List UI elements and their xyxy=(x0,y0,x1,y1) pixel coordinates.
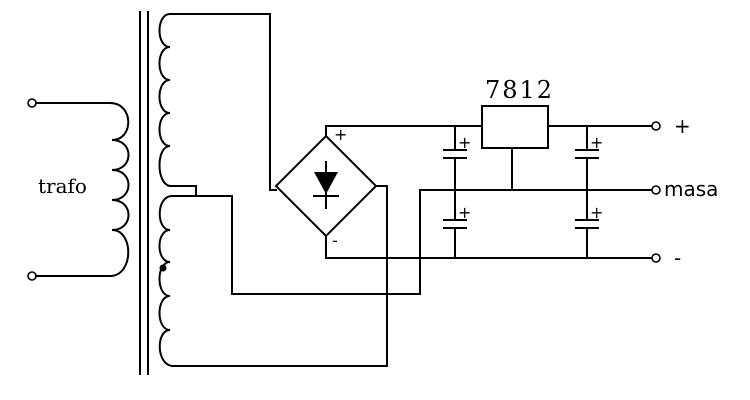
secondary-winding-upper xyxy=(158,13,277,197)
capacitor-column-right xyxy=(575,125,599,259)
cap-right-top-plus: + xyxy=(590,133,603,152)
center-tap-dot xyxy=(159,264,167,272)
output-ground-terminal[interactable] xyxy=(651,185,661,195)
primary-terminal-top[interactable] xyxy=(27,98,37,108)
capacitor-column-left xyxy=(443,125,467,259)
cap-left-bottom-plus: + xyxy=(458,203,471,222)
secondary-winding-lower xyxy=(158,185,421,367)
transformer-core xyxy=(139,11,149,375)
primary-terminal-bottom[interactable] xyxy=(27,271,37,281)
transformer-label: trafo xyxy=(38,174,87,198)
output-negative-terminal[interactable] xyxy=(651,253,661,263)
output-terminals xyxy=(651,121,661,263)
output-negative-label: - xyxy=(674,246,681,270)
cap-left-top-plus: + xyxy=(458,133,471,152)
output-positive-terminal[interactable] xyxy=(651,121,661,131)
bridge-rectifier xyxy=(274,125,388,259)
bridge-plus-label: + xyxy=(334,125,347,144)
cap-right-bottom-plus: + xyxy=(590,203,603,222)
primary-winding xyxy=(27,98,130,281)
bridge-minus-label: - xyxy=(332,231,338,250)
output-positive-label: + xyxy=(674,114,691,138)
output-ground-label: masa xyxy=(664,177,718,201)
regulator-label: 7812 xyxy=(485,76,554,104)
regulator-7812 xyxy=(481,105,549,149)
